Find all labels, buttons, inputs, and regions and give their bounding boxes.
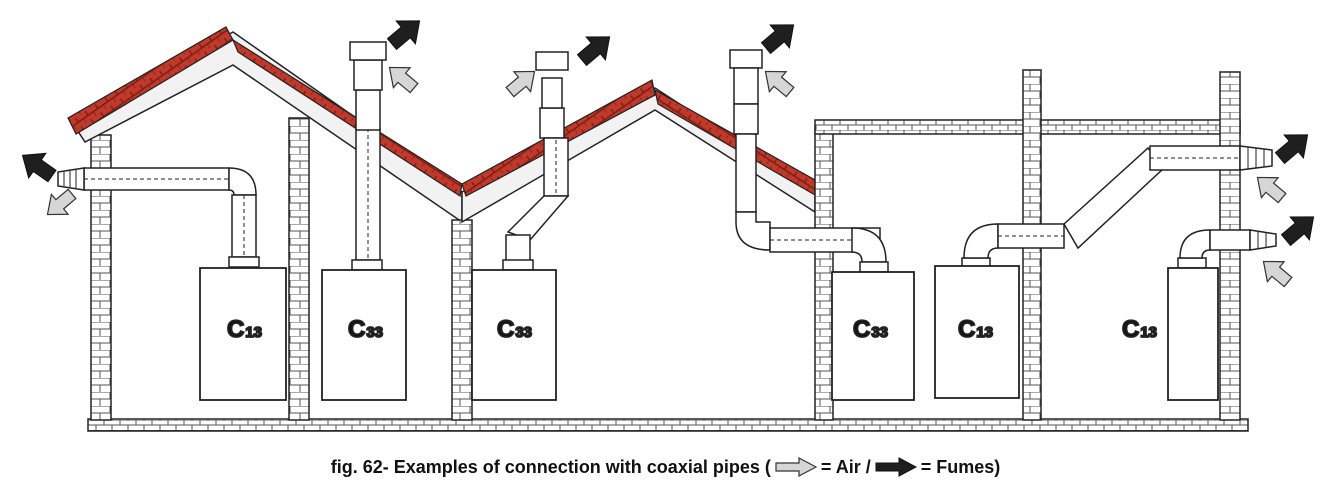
fumes-arrow-icon [1274,134,1309,165]
boiler-sublabel: 13 [245,324,262,341]
roof-tiles [231,38,463,198]
boiler-b4: C33 [831,271,915,401]
svg-text:C33: C33 [348,316,383,343]
brick-wall [90,134,112,421]
svg-text:C13: C13 [1122,316,1157,343]
caption-text: fig. 62- Examples of connection with coa… [330,456,771,477]
brick-wall [451,219,473,421]
fumes-arrow-icon [760,24,795,55]
air-arrow-icon [764,70,795,98]
coaxial-pipe-b4 [729,49,889,273]
svg-text:C33: C33 [853,316,888,343]
boiler-b6: C13 [1121,267,1219,401]
air-arrow-icon [775,457,817,477]
pipe-terminal [1249,229,1277,251]
boiler-label: C [497,316,514,343]
building-gable-left [67,26,463,421]
air-arrow-icon [1262,260,1293,288]
coaxial-pipe-b5 [961,145,1273,269]
roof-deck [70,31,463,224]
svg-text:C13: C13 [958,316,993,343]
fumes-arrow-icon [875,457,917,477]
pipe-terminal [57,167,85,191]
boiler-b3: C33 [471,269,557,401]
fumes-arrow-icon [21,152,57,183]
caption-fumes-label: = Fumes) [920,456,1001,477]
fumes-arrow-icon [576,36,611,67]
caption-air-label: = Air / [820,456,871,477]
connection-diagram: C13 C33 C33 C33 C13 C13 [21,20,1315,432]
svg-text:C13: C13 [227,316,262,343]
boiler-sublabel: 33 [366,324,383,341]
fumes-arrow-icon [386,20,421,51]
brick-wall [288,117,310,421]
ground-slab [87,418,1249,432]
boiler-label: C [348,316,365,343]
figure-caption: fig. 62- Examples of connection with coa… [0,452,1331,482]
boiler-label: C [958,316,975,343]
air-arrow-icon [505,70,536,98]
fumes-arrow-icon [1280,216,1315,247]
boiler-b1: C13 [199,267,287,401]
fumes-arrows [21,20,1315,247]
boiler-label: C [227,316,244,343]
boiler-sublabel: 33 [515,324,532,341]
svg-text:C33: C33 [497,316,532,343]
boiler-b2: C33 [321,269,407,401]
coaxial-pipe-b2 [349,41,387,271]
boiler-sublabel: 13 [976,324,993,341]
brick-wall [814,129,834,421]
boiler-label: C [1122,316,1139,343]
air-arrow-icon [46,188,77,216]
air-arrows [46,66,1293,288]
roof-tiles [67,26,234,135]
boiler-label: C [853,316,870,343]
coaxial-pipe-b6 [1177,229,1277,269]
boiler-b5: C13 [934,265,1020,399]
air-arrow-icon [388,66,419,94]
coaxial-pipe-b3 [502,51,570,271]
boiler-sublabel: 13 [1140,324,1157,341]
air-arrow-icon [1256,176,1287,204]
coaxial-pipe-b1 [57,167,260,268]
boiler-sublabel: 33 [871,324,888,341]
